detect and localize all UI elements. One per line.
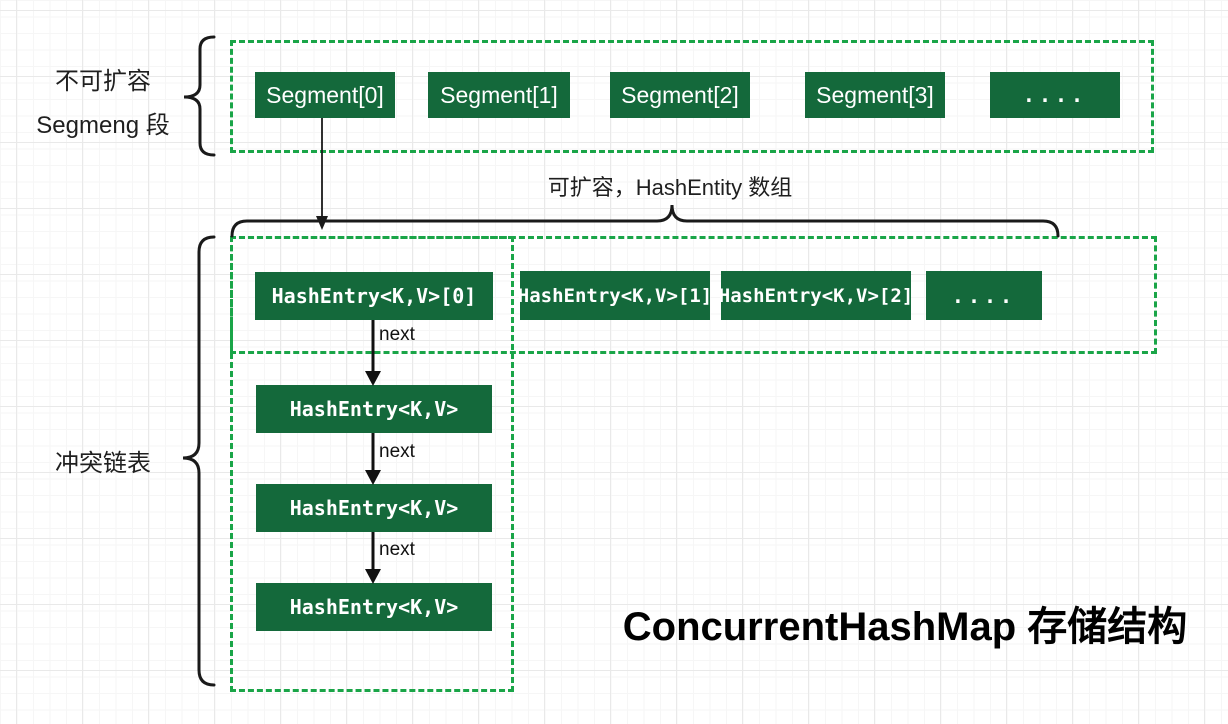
collision-chain-dashed-container [230,236,514,692]
hashentry-node-ellipsis: .... [926,271,1042,320]
hashentry-node-0: HashEntry<K,V>[0] [255,272,493,320]
chain-node-1: HashEntry<K,V> [256,385,492,433]
segment-section-brace [183,35,216,157]
segment-node-0: Segment[0] [255,72,395,118]
hashentry-array-brace [230,204,1060,238]
segment-array-dashed-container [230,40,1154,153]
next-pointer-label-3: next [379,539,415,560]
hashentry-node-2: HashEntry<K,V>[2] [719,271,913,320]
next-pointer-label-2: next [379,441,415,462]
hashentry-node-1: HashEntry<K,V>[1] [518,271,712,320]
segment-section-label-line1: 不可扩容 [55,68,151,95]
chain-node-2: HashEntry<K,V> [256,484,492,532]
next-pointer-label-1: next [379,324,415,345]
diagram-title: ConcurrentHashMap 存储结构 [622,605,1188,649]
segment-section-label-line2: Segmeng 段 [36,112,170,139]
segment-node-2: Segment[2] [610,72,750,118]
segment-section-label: 不可扩容 Segmeng 段 [18,60,188,148]
expandable-note-label: 可扩容，HashEntity 数组 [547,175,793,200]
collision-list-label: 冲突链表 [55,450,151,477]
segment-node-1: Segment[1] [428,72,570,118]
segment-node-3: Segment[3] [805,72,945,118]
chain-node-3: HashEntry<K,V> [256,583,492,631]
segment-node-ellipsis: .... [990,72,1120,118]
